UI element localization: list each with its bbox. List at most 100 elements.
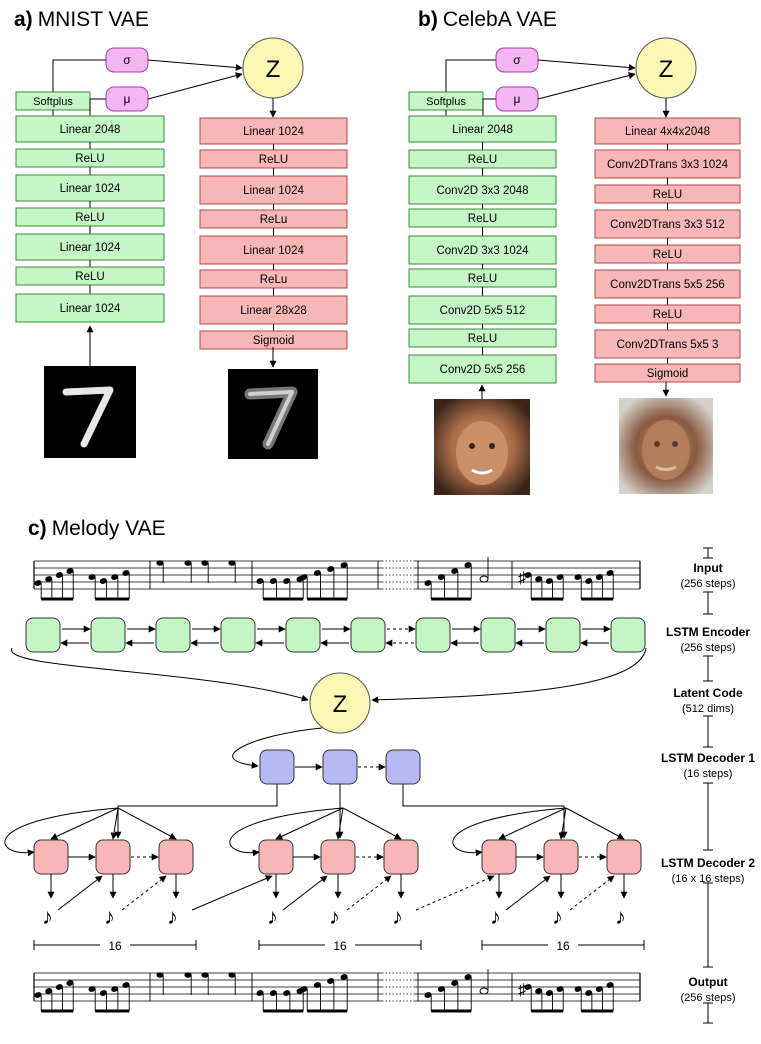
lstm-decoder-1-row xyxy=(114,749,568,839)
lstm-decoder2-g0-cell-2 xyxy=(158,839,194,875)
mu-label: μ xyxy=(124,92,131,106)
lstm-decoder2-g0-cell-1 xyxy=(95,839,131,875)
lstm-decoder2-g2-cell-1 xyxy=(543,839,579,875)
softplus-label: Softplus xyxy=(33,96,73,108)
input-melody-staff: ♯ xyxy=(33,557,641,601)
stage-name-0: Input xyxy=(693,561,722,575)
panel_a.encoder-layer-2 xyxy=(15,174,165,202)
panel_a.decoder-layer-label-2: Linear 1024 xyxy=(243,185,304,197)
panel_b.decoder-layer-0 xyxy=(594,117,741,145)
panel_a.decoder-layer-label-7: Sigmoid xyxy=(253,335,295,347)
group-length-label: 16 xyxy=(556,939,570,953)
melody-latent-z-node xyxy=(309,672,371,734)
stage-name-3: LSTM Decoder 1 xyxy=(661,751,755,765)
panel_b.decoder-layer-label-3: Conv2DTrans 3x3 512 xyxy=(610,219,725,231)
stage-detail-4: (16 x 16 steps) xyxy=(672,873,745,885)
lstm-encoder-cell-6 xyxy=(415,617,451,653)
note-icon: ♪ xyxy=(167,904,178,929)
stage-name-1: LSTM Encoder xyxy=(666,625,750,639)
panel_a.decoder-layer-label-4: Linear 1024 xyxy=(243,245,304,257)
panel_b.decoder-layer-label-2: ReLU xyxy=(653,189,682,201)
note-icon: ♪ xyxy=(490,904,501,929)
panel_b.encoder-layer-0 xyxy=(408,115,557,143)
latent-z-label-b: Z xyxy=(659,56,674,83)
panel_b.encoder-layer-label-2: Conv2D 3x3 2048 xyxy=(436,185,528,197)
panel_b.decoder-layer-label-5: Conv2DTrans 5x5 256 xyxy=(610,279,725,291)
panel_a.decoder-layer-label-3: ReLu xyxy=(260,214,288,226)
panel_a.encoder-layer-label-0: Linear 2048 xyxy=(60,124,121,136)
panel_a.encoder-layer-0 xyxy=(15,115,165,143)
lstm-decoder2-g0-cell-0 xyxy=(33,839,69,875)
panel_b.decoder-layer-label-4: ReLU xyxy=(653,249,682,261)
panel_b.decoder-layer-1 xyxy=(594,149,741,179)
note-icon: ♪ xyxy=(104,904,115,929)
lstm-decoder-2-groups: ♪♪♪16♪♪♪16♪♪♪16 xyxy=(4,807,645,953)
panel_b.decoder-layer-5 xyxy=(594,269,741,299)
panel_b.encoder-layer-label-8: Conv2D 5x5 256 xyxy=(440,364,526,376)
panel_a.decoder-layer-2 xyxy=(199,175,348,205)
svg-text:♯: ♯ xyxy=(518,570,526,587)
panel_a.decoder-layer-4 xyxy=(199,235,348,265)
note-icon: ♪ xyxy=(329,904,340,929)
stage-name-5: Output xyxy=(688,975,727,989)
note-icon: ♪ xyxy=(267,904,278,929)
panel_b.encoder-layer-label-3: ReLU xyxy=(468,213,497,225)
panel_b.decoder-layer-label-8: Sigmoid xyxy=(647,368,689,380)
panel_b.encoder-layer-label-4: Conv2D 3x3 1024 xyxy=(436,245,529,257)
lstm-decoder2-g2-cell-2 xyxy=(606,839,642,875)
stage-detail-1: (256 steps) xyxy=(680,642,735,654)
panel_a.encoder-layer-label-6: Linear 1024 xyxy=(60,303,121,315)
stage-labels: Input (256 steps) LSTM Encoder (256 steps) L… xyxy=(661,547,755,1024)
mnist-input-image xyxy=(44,366,136,458)
note-icon: ♪ xyxy=(552,904,563,929)
panel_a.encoder-layer-6 xyxy=(15,293,165,323)
stage-name-4: LSTM Decoder 2 xyxy=(661,856,755,870)
panel_b.encoder-layer-8 xyxy=(408,354,557,384)
panel_a.encoder-layer-label-3: ReLU xyxy=(75,212,104,224)
output-melody-staff: ♯ xyxy=(33,969,641,1013)
panel_b.decoder-layer-label-7: Conv2DTrans 5x5 3 xyxy=(617,339,719,351)
latent-z-label: Z xyxy=(266,56,281,83)
panel_b.encoder-layer-2 xyxy=(408,175,557,205)
panel_a.decoder-layer-6 xyxy=(199,295,348,325)
lstm-encoder-cell-2 xyxy=(155,617,191,653)
lstm-encoder-row xyxy=(25,617,646,653)
lstm-encoder-cell-8 xyxy=(545,617,581,653)
softplus-label-b: Softplus xyxy=(426,96,466,108)
lstm-decoder2-g1-cell-0 xyxy=(258,839,294,875)
lstm-encoder-cell-1 xyxy=(90,617,126,653)
lstm-decoder2-g2-cell-0 xyxy=(481,839,517,875)
lstm-decoder2-g1-cell-1 xyxy=(320,839,356,875)
panel-a-title: a)MNIST VAE xyxy=(14,8,149,31)
lstm-encoder-cell-3 xyxy=(220,617,256,653)
lstm-encoder-cell-0 xyxy=(25,617,61,653)
group-length-label: 16 xyxy=(333,939,347,953)
panel_a.decoder-layer-label-6: Linear 28x28 xyxy=(240,305,307,317)
svg-text:♯: ♯ xyxy=(518,982,526,999)
panel_a.decoder-layer-label-5: ReLu xyxy=(260,274,288,286)
panel_a.decoder-layer-label-1: ReLU xyxy=(259,154,288,166)
note-icon: ♪ xyxy=(42,904,53,929)
panel_a.decoder-layer-label-0: Linear 1024 xyxy=(243,126,304,138)
lstm-encoder-cell-4 xyxy=(285,617,321,653)
stage-detail-5: (256 steps) xyxy=(680,992,735,1004)
panel_b.encoder-layer-label-6: Conv2D 5x5 512 xyxy=(440,305,526,317)
lstm-encoder-cell-5 xyxy=(350,617,386,653)
mu-label-b: μ xyxy=(514,92,521,106)
panel_b.encoder-layer-4 xyxy=(408,235,557,265)
stage-detail-3: (16 steps) xyxy=(684,768,733,780)
sigma-label: σ xyxy=(123,53,131,67)
panel_b.decoder-layer-3 xyxy=(594,209,741,239)
lstm-decoder1-cell-2 xyxy=(385,749,421,785)
note-icon: ♪ xyxy=(392,904,403,929)
panel-c-title: c)Melody VAE xyxy=(28,517,166,540)
celeba-input-image xyxy=(434,399,530,495)
panel_b.decoder-layer-label-6: ReLU xyxy=(653,309,682,321)
panel_b.decoder-layer-label-1: Conv2DTrans 3x3 1024 xyxy=(607,159,729,171)
lstm-decoder1-cell-0 xyxy=(259,749,295,785)
